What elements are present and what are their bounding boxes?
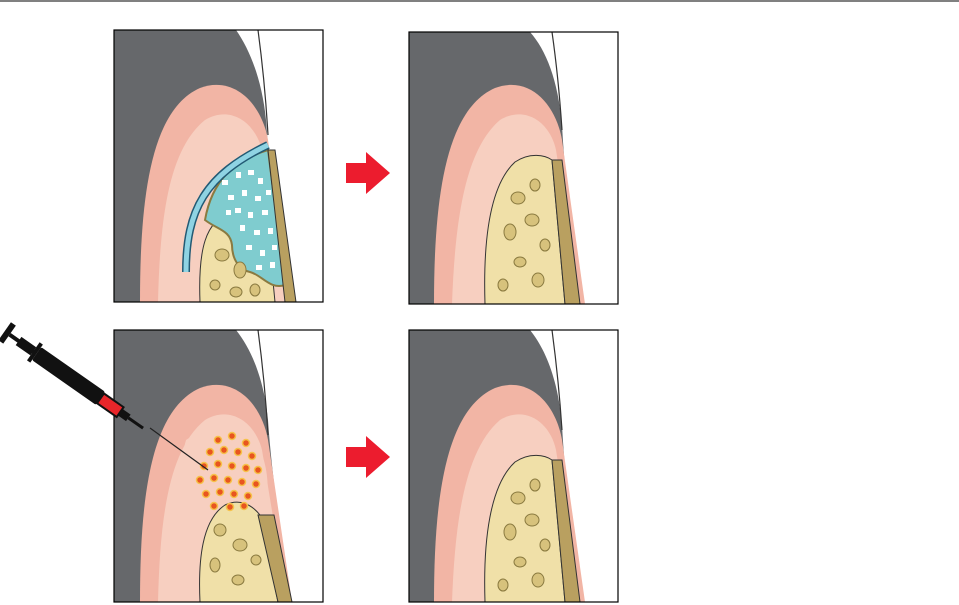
right-arrow-icon — [346, 436, 390, 478]
tooth-root — [257, 514, 293, 602]
panel-before-injection — [114, 330, 323, 602]
panel-before-membrane-frame — [113, 29, 324, 303]
panel-after-membrane — [409, 32, 618, 304]
injected-particles — [195, 431, 263, 512]
panel-after-membrane-frame — [408, 31, 619, 305]
panel-before-membrane — [114, 30, 323, 302]
right-arrow-icon — [346, 152, 390, 194]
syringe-icon — [0, 322, 209, 471]
panel-before-injection-frame — [113, 329, 324, 603]
panel-after-injection-frame — [408, 329, 619, 603]
tooth-root — [267, 149, 297, 302]
graft-particles — [222, 170, 277, 270]
tooth-root — [551, 159, 581, 304]
tooth-root — [551, 459, 581, 602]
regenerated-bone — [484, 154, 566, 304]
regenerated-bone — [484, 454, 566, 602]
panel-after-injection — [409, 330, 618, 602]
